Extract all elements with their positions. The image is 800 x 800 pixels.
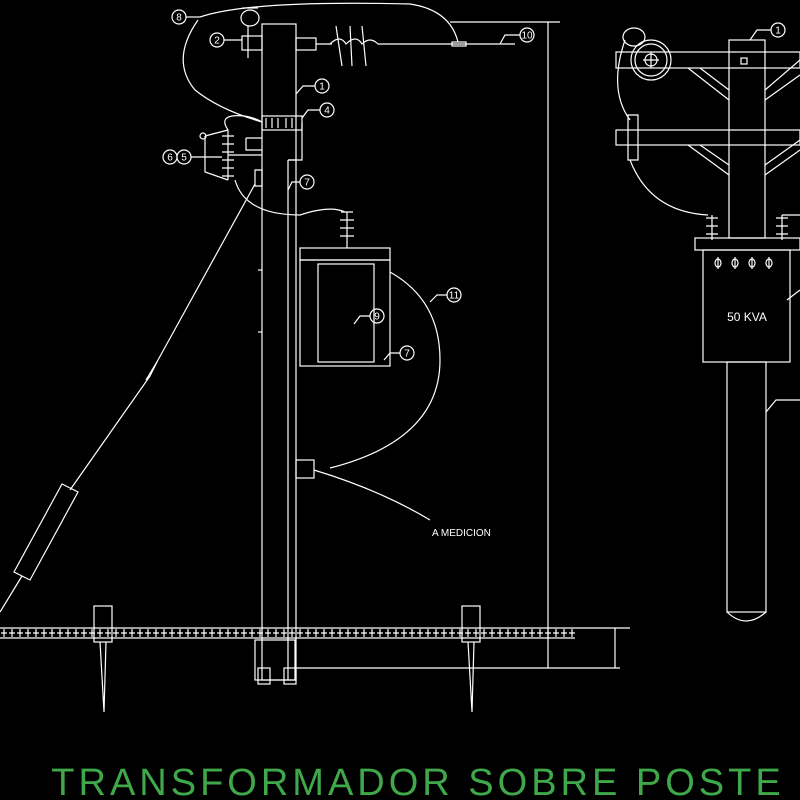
callout-number: 8 xyxy=(176,13,182,24)
callout-bubble: 4 xyxy=(301,102,335,119)
bushing-terminal xyxy=(714,257,722,269)
side-view-transformer xyxy=(258,211,441,479)
jumper-wire xyxy=(182,2,459,123)
bushing-terminal xyxy=(765,257,773,269)
dimension-lines xyxy=(296,21,630,669)
callout-bubble: 2 xyxy=(209,32,242,48)
callout-number: 10 xyxy=(521,31,533,42)
callout-number: 4 xyxy=(324,106,330,117)
callout-bubble: 11 xyxy=(429,287,462,303)
callout-bubble: 1 xyxy=(749,22,786,41)
callout-bubble: 10 xyxy=(499,27,535,45)
guy-wire xyxy=(69,183,256,491)
low-voltage-bushings xyxy=(714,257,773,269)
bushing-terminal xyxy=(748,257,756,269)
medicion-label: A MEDICION xyxy=(432,528,491,539)
ground-line xyxy=(0,605,575,713)
callout-bubble: 1 xyxy=(295,78,330,95)
callout-number: 2 xyxy=(214,36,220,47)
side-view-pole xyxy=(254,23,297,685)
drawing-title: TRANSFORMADOR SOBRE POSTE xyxy=(51,762,784,800)
bushing-terminal xyxy=(731,257,739,269)
callout-bubble: 6 xyxy=(162,149,178,165)
callout-number: 5 xyxy=(181,153,187,164)
callout-bubble: 7 xyxy=(383,345,415,361)
callout-number: 7 xyxy=(404,349,410,360)
callout-bubble: 7 xyxy=(287,174,315,191)
lead-wire xyxy=(234,179,346,216)
callout-number: 1 xyxy=(319,82,325,93)
front-view-pole xyxy=(615,27,800,622)
callout-bubble: 9 xyxy=(353,308,385,325)
top-insulator-bracket xyxy=(240,7,515,67)
callout-number: 6 xyxy=(167,153,173,164)
callout-bubble: 5 xyxy=(176,149,222,165)
callout-bubble: 8 xyxy=(171,9,200,25)
cutout-assembly xyxy=(199,115,303,187)
medicion-leader xyxy=(313,469,431,521)
callout-number: 1 xyxy=(775,26,781,37)
transformer-rating: 50 KVA xyxy=(727,310,767,324)
callout-number: 9 xyxy=(374,312,380,323)
guy-turnbuckle xyxy=(0,359,159,613)
callout-number: 7 xyxy=(304,178,310,189)
callout-number: 11 xyxy=(449,291,460,302)
